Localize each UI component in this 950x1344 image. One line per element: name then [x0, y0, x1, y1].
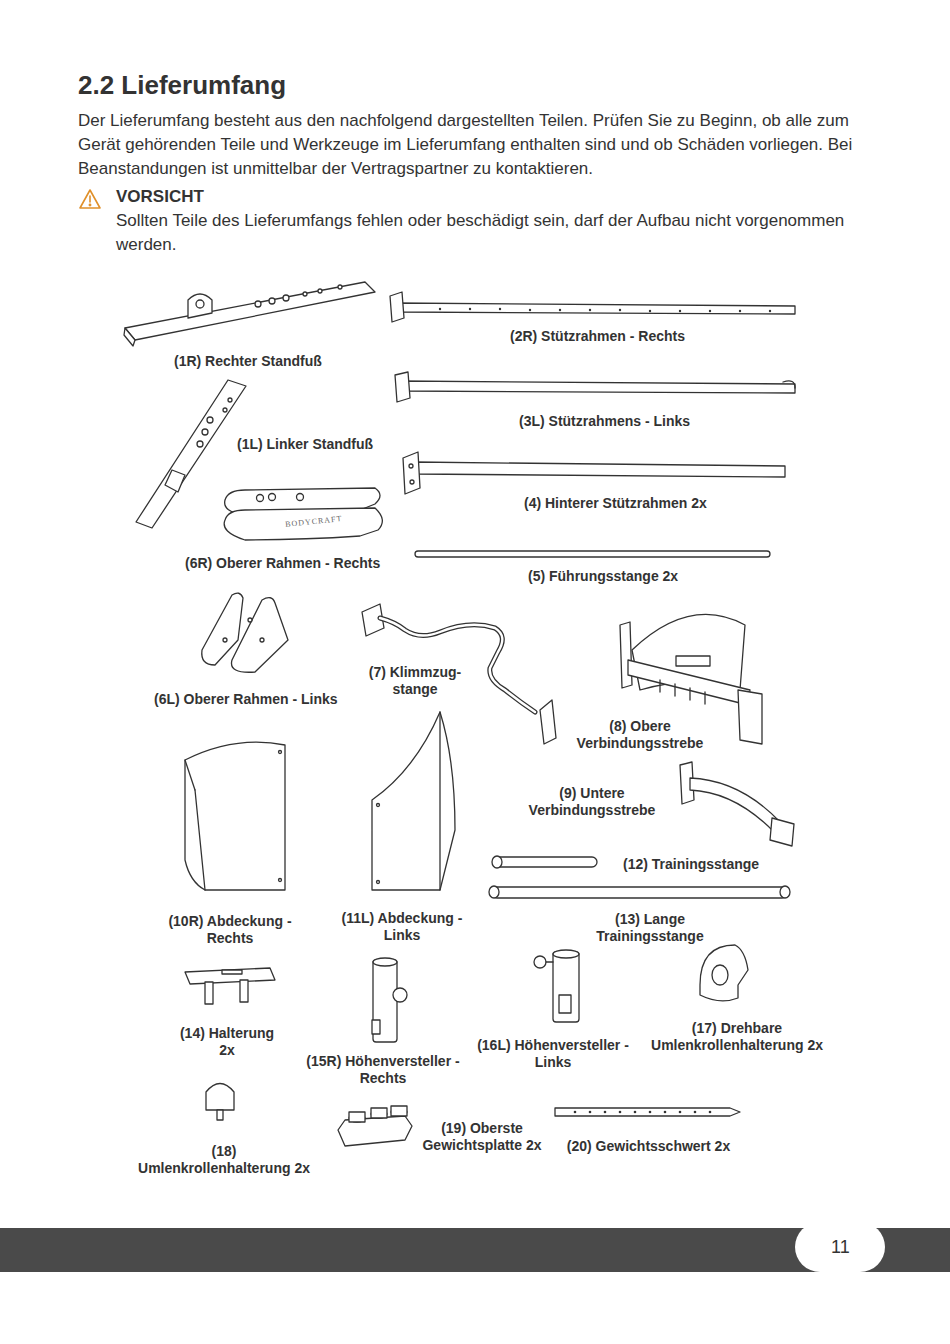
part-label: (6L) Oberer Rahmen - Links — [154, 691, 338, 708]
page-title: 2.2 Lieferumfang — [78, 70, 286, 101]
caution-text: Sollten Teile des Lieferumfangs fehlen o… — [116, 209, 886, 257]
part-label: (5) Führungsstange 2x — [528, 568, 678, 585]
part-label: (1L) Linker Standfuß — [237, 436, 373, 453]
page-number: 11 — [831, 1237, 850, 1258]
intro-paragraph: Der Lieferumfang besteht aus den nachfol… — [78, 109, 878, 181]
part-label: (7) Klimmzug- stange — [361, 664, 469, 698]
part-label: (17) Drehbare Umlenkrollenhalterung 2x — [642, 1020, 832, 1054]
part-label: (16L) Höhenversteller - Links — [467, 1037, 639, 1071]
part-label: (8) Obere Verbindungsstrebe — [565, 718, 715, 752]
part-label: (15R) Höhenversteller - Rechts — [295, 1053, 471, 1087]
part-label: (4) Hinterer Stützrahmen 2x — [524, 495, 707, 512]
part-label: (11L) Abdeckung - Links — [338, 910, 466, 944]
part-label: (12) Trainingsstange — [623, 856, 759, 873]
part-label: (14) Halterung 2x — [171, 1025, 283, 1059]
part-label: (13) Lange Trainingsstange — [585, 911, 715, 945]
part-label: (10R) Abdeckung - Rechts — [166, 913, 294, 947]
part-label: (18) Umlenkrollenhalterung 2x — [138, 1143, 310, 1177]
part-label: (3L) Stützrahmens - Links — [519, 413, 690, 430]
part-label: (9) Untere Verbindungsstrebe — [517, 785, 667, 819]
part-label: (20) Gewichtsschwert 2x — [566, 1138, 731, 1155]
part-label: (1R) Rechter Standfuß — [174, 353, 322, 370]
caution-heading: VORSICHT — [116, 187, 204, 207]
part-label: (19) Oberste Gewichtsplatte 2x — [412, 1120, 552, 1154]
part-label: (6R) Oberer Rahmen - Rechts — [185, 555, 380, 572]
part-label: (2R) Stützrahmen - Rechts — [510, 328, 685, 345]
